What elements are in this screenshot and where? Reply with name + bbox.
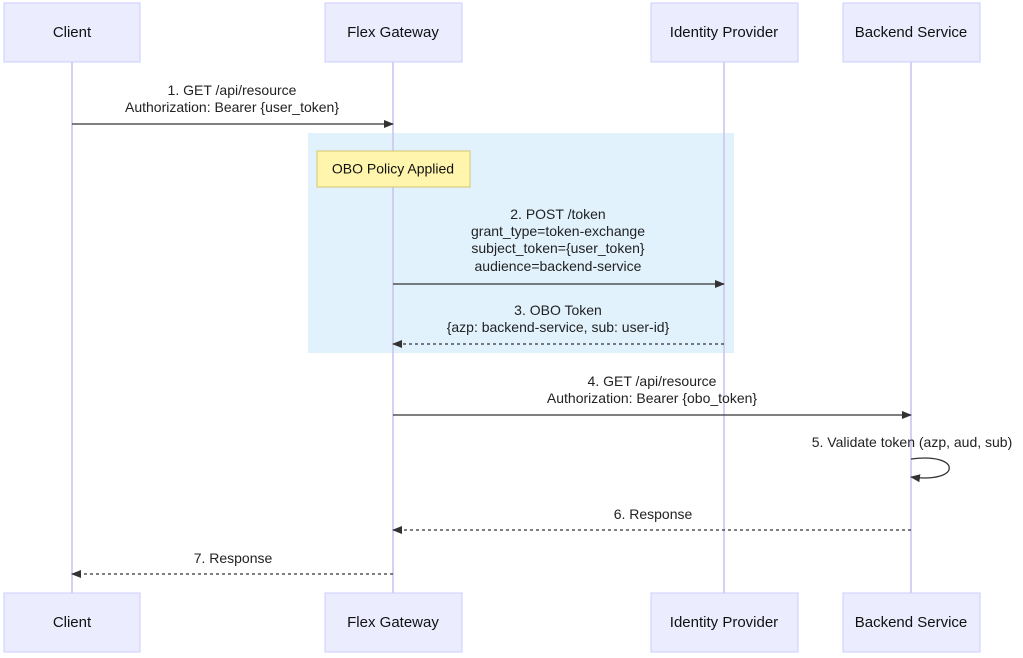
message-label-line: grant_type=token-exchange xyxy=(471,223,645,239)
message-label-line: 3. OBO Token xyxy=(514,302,602,318)
message-label-line: 5. Validate token (azp, aud, sub) xyxy=(812,434,1013,450)
message-label-line: 1. GET /api/resource xyxy=(168,82,297,98)
actor-label: Identity Provider xyxy=(670,24,778,41)
actor-box xyxy=(650,592,799,653)
self-message-arrow xyxy=(910,457,950,483)
actor-box xyxy=(650,2,799,63)
message-label-line: Authorization: Bearer {user_token} xyxy=(125,99,339,115)
message-4: 4. GET /api/resource Authorization: Bear… xyxy=(393,373,912,419)
message-2: 2. POST /token grant_type=token-exchange… xyxy=(393,206,725,288)
actor-label: Flex Gateway xyxy=(347,614,439,631)
note-obo-policy: OBO Policy Applied xyxy=(316,150,471,188)
actor-gateway-bottom: Flex Gateway xyxy=(324,592,463,653)
message-5: 5. Validate token (azp, aud, sub) xyxy=(812,434,1013,483)
actor-box xyxy=(842,592,981,653)
message-3: 3. OBO Token {azp: backend-service, sub:… xyxy=(392,302,724,348)
message-label-line: 4. GET /api/resource xyxy=(588,373,717,389)
message-1: 1. GET /api/resource Authorization: Bear… xyxy=(72,82,394,128)
actor-label: Client xyxy=(53,24,92,41)
actor-backend-top: Backend Service xyxy=(842,2,981,63)
actor-box xyxy=(3,592,141,653)
actor-box xyxy=(324,2,463,63)
message-label-line: Authorization: Bearer {obo_token} xyxy=(547,390,757,406)
actor-idp-bottom: Identity Provider xyxy=(650,592,799,653)
message-label-line: subject_token={user_token} xyxy=(471,240,645,256)
note-text: OBO Policy Applied xyxy=(332,161,454,177)
actor-label: Backend Service xyxy=(855,614,968,631)
actor-idp-top: Identity Provider xyxy=(650,2,799,63)
actor-backend-bottom: Backend Service xyxy=(842,592,981,653)
message-7: 7. Response xyxy=(71,550,393,578)
message-label-line: audience=backend-service xyxy=(475,258,642,274)
note-box xyxy=(316,150,471,188)
actor-client-top: Client xyxy=(3,2,141,63)
actor-label: Client xyxy=(53,614,92,631)
actor-box xyxy=(3,2,141,63)
message-label-line: 7. Response xyxy=(194,550,273,566)
actor-gateway-top: Flex Gateway xyxy=(324,2,463,63)
actor-label: Flex Gateway xyxy=(347,24,439,41)
actor-client-bottom: Client xyxy=(3,592,141,653)
message-label-line: 2. POST /token xyxy=(510,206,605,222)
actor-label: Identity Provider xyxy=(670,614,778,631)
actor-box xyxy=(842,2,981,63)
message-6: 6. Response xyxy=(392,506,911,534)
actor-label: Backend Service xyxy=(855,24,968,41)
actor-box xyxy=(324,592,463,653)
message-label-line: {azp: backend-service, sub: user-id} xyxy=(447,319,670,335)
message-label-line: 6. Response xyxy=(614,506,693,522)
